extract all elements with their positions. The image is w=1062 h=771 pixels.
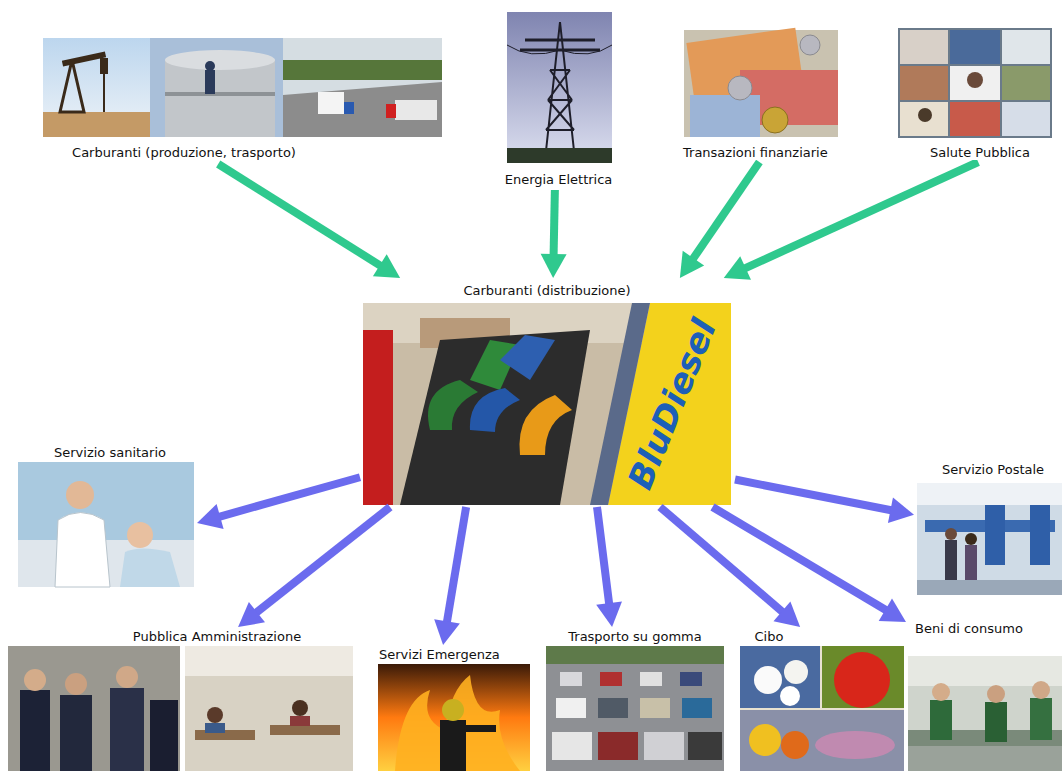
oil-photos xyxy=(43,38,442,137)
arrow-head xyxy=(541,254,567,278)
arrow-head xyxy=(724,256,751,280)
flow-arrow xyxy=(596,507,622,627)
photo-node: Pubblica Amministrazione xyxy=(5,627,355,771)
arrow-shaft xyxy=(554,190,555,256)
flow-arrow xyxy=(660,507,800,627)
photo-node: Cibo xyxy=(738,627,906,771)
photo-node: Energia Elettrica xyxy=(502,10,618,190)
arrow-shaft xyxy=(660,507,783,613)
photo-node: Transazioni finanziarie xyxy=(680,28,842,162)
health-collage xyxy=(898,28,1052,138)
flow-arrow xyxy=(218,164,400,278)
arrow-head xyxy=(773,602,800,627)
arrow-head xyxy=(680,251,704,278)
arrow-shaft xyxy=(735,480,892,511)
arrow-shaft xyxy=(218,477,360,517)
node-label: Salute Pubblica xyxy=(928,145,1032,160)
photo-node: Servizio sanitario xyxy=(15,444,197,589)
arrow-head xyxy=(888,497,914,523)
traffic-photo xyxy=(546,646,724,771)
arrow-shaft xyxy=(255,507,390,613)
fire-photo xyxy=(378,664,530,771)
flow-arrow xyxy=(197,477,360,529)
arrow-head xyxy=(238,602,265,627)
photo-node: Servizio Postale xyxy=(914,460,1062,597)
node-label: Carburanti (distribuzione) xyxy=(461,283,632,298)
node-label: Energia Elettrica xyxy=(503,172,615,187)
pylon-photo xyxy=(507,12,612,163)
arrow-shaft xyxy=(597,507,609,605)
brand-label: BluDiesel xyxy=(623,314,722,493)
photo-node: Salute Pubblica xyxy=(895,26,1055,162)
arrow-shaft xyxy=(713,507,888,611)
arrow-head xyxy=(197,504,224,529)
node-label: Servizio Postale xyxy=(940,462,1046,477)
arrow-head xyxy=(596,602,622,627)
doctor-photo xyxy=(18,462,194,587)
node-label: Servizi Emergenza xyxy=(377,647,502,662)
photo-node: Servizi Emergenza xyxy=(376,645,532,771)
node-label: Transazioni finanziarie xyxy=(681,145,830,160)
arrow-shaft xyxy=(744,162,978,269)
fuel-pump-photo xyxy=(363,303,731,505)
node-label: Pubblica Amministrazione xyxy=(131,629,303,644)
flow-arrow xyxy=(238,507,390,627)
flow-arrow xyxy=(713,507,907,622)
flow-arrow xyxy=(735,480,914,523)
node-label: Carburanti (produzione, trasporto) xyxy=(70,145,298,160)
arrow-head xyxy=(373,254,400,278)
node-label: Trasporto su gomma xyxy=(566,629,704,644)
arrow-head xyxy=(434,619,460,645)
flow-arrow xyxy=(724,162,978,280)
node-label: Servizio sanitario xyxy=(52,445,168,460)
arrow-shaft xyxy=(692,162,759,260)
flow-arrow xyxy=(434,507,466,645)
arrow-shaft xyxy=(447,507,466,623)
flow-arrow xyxy=(541,190,567,278)
factory-photo xyxy=(908,656,1062,771)
photo-node: Beni di consumo xyxy=(906,619,1062,771)
arrow-head xyxy=(879,599,906,622)
public-admin-photos xyxy=(8,646,353,771)
food-photo xyxy=(740,646,904,771)
arrow-shaft xyxy=(218,164,381,266)
node-label: Cibo xyxy=(753,629,786,644)
photo-node: Carburanti (produzione, trasporto) xyxy=(40,36,445,164)
photo-node: Trasporto su gomma xyxy=(544,627,726,771)
post-office-photo xyxy=(917,483,1062,595)
node-label: Beni di consumo xyxy=(913,621,1025,636)
money-photo xyxy=(684,28,838,137)
flow-arrow xyxy=(680,162,760,278)
